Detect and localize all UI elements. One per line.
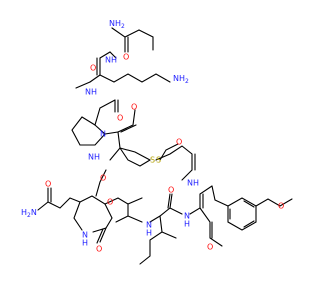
bond — [47, 197, 81, 209]
hydrogen-label: H — [193, 179, 199, 188]
hydrogen-label: H — [146, 229, 152, 238]
nitrogen-label: NH2 — [173, 74, 189, 85]
nitrogen-label: N — [88, 153, 94, 162]
molecule-structure: NH2 O N H O NH2 N H O N O N H S S O H2N … — [21, 19, 293, 265]
bond — [71, 116, 106, 146]
bond — [119, 147, 151, 161]
bond — [255, 198, 293, 207]
sulfur-label: S — [150, 156, 155, 165]
bond — [119, 147, 151, 167]
nitrogen-label: N — [105, 56, 111, 65]
bond — [37, 187, 52, 211]
atom-labels: NH2 O N H O NH2 N H O N O N H S S O H2N … — [21, 19, 284, 254]
oxygen-label: O — [117, 114, 123, 123]
nitrogen-label: N — [187, 179, 193, 188]
oxygen-label: O — [207, 243, 213, 252]
oxygen-label: O — [123, 53, 129, 62]
bond-skeleton — [37, 27, 293, 265]
bond — [229, 200, 255, 228]
bond — [149, 193, 183, 223]
bond — [75, 81, 91, 89]
oxygen-label: O — [100, 174, 106, 183]
oxygen-label: O — [107, 198, 113, 207]
hydrogen-label: H — [82, 239, 88, 248]
nitrogen-label: N — [184, 212, 190, 221]
bond — [117, 109, 137, 133]
bond — [114, 99, 119, 113]
nitrogen-label: N — [100, 130, 106, 139]
hydrogen-label: H — [184, 220, 190, 229]
bond — [181, 169, 193, 181]
bond — [211, 185, 229, 207]
hydrogen-label: H — [91, 88, 97, 97]
bond — [161, 231, 177, 239]
hydrogen-label: H — [94, 153, 100, 162]
sulfur-label: S — [156, 156, 161, 165]
bond — [138, 29, 154, 51]
nitrogen-label: N — [82, 231, 88, 240]
bond — [96, 227, 107, 244]
oxygen-label: O — [90, 64, 96, 73]
nitrogen-label: N — [146, 221, 152, 230]
molecule-canvas: NH2 O N H O NH2 N H O N O N H S S O H2N … — [21, 18, 293, 265]
nitrogen-label: NH2 — [109, 19, 125, 30]
bond — [81, 116, 96, 126]
bond — [79, 195, 113, 219]
bond — [94, 99, 116, 135]
bond — [96, 57, 101, 76]
bond — [95, 169, 107, 197]
bond — [99, 51, 117, 59]
oxygen-label: O — [176, 138, 182, 147]
bond — [189, 185, 213, 215]
oxygen-label: O — [96, 245, 102, 254]
bond — [104, 131, 121, 161]
bond — [159, 143, 179, 161]
oxygen-label: O — [278, 202, 284, 211]
bond — [199, 207, 223, 247]
oxygen-label: O — [168, 186, 174, 195]
bond — [111, 27, 140, 53]
oxygen-label: O — [45, 180, 51, 189]
bond — [99, 73, 171, 83]
oxygen-label: O — [131, 103, 137, 112]
nitrogen-label: N — [85, 88, 91, 97]
bond — [73, 201, 83, 231]
hydrogen-label: H — [111, 56, 117, 65]
bond — [139, 215, 163, 265]
bond — [155, 145, 196, 171]
bond — [127, 215, 143, 223]
bond — [227, 197, 257, 231]
bond — [89, 74, 101, 83]
nitrogen-label: H2N — [21, 208, 37, 219]
